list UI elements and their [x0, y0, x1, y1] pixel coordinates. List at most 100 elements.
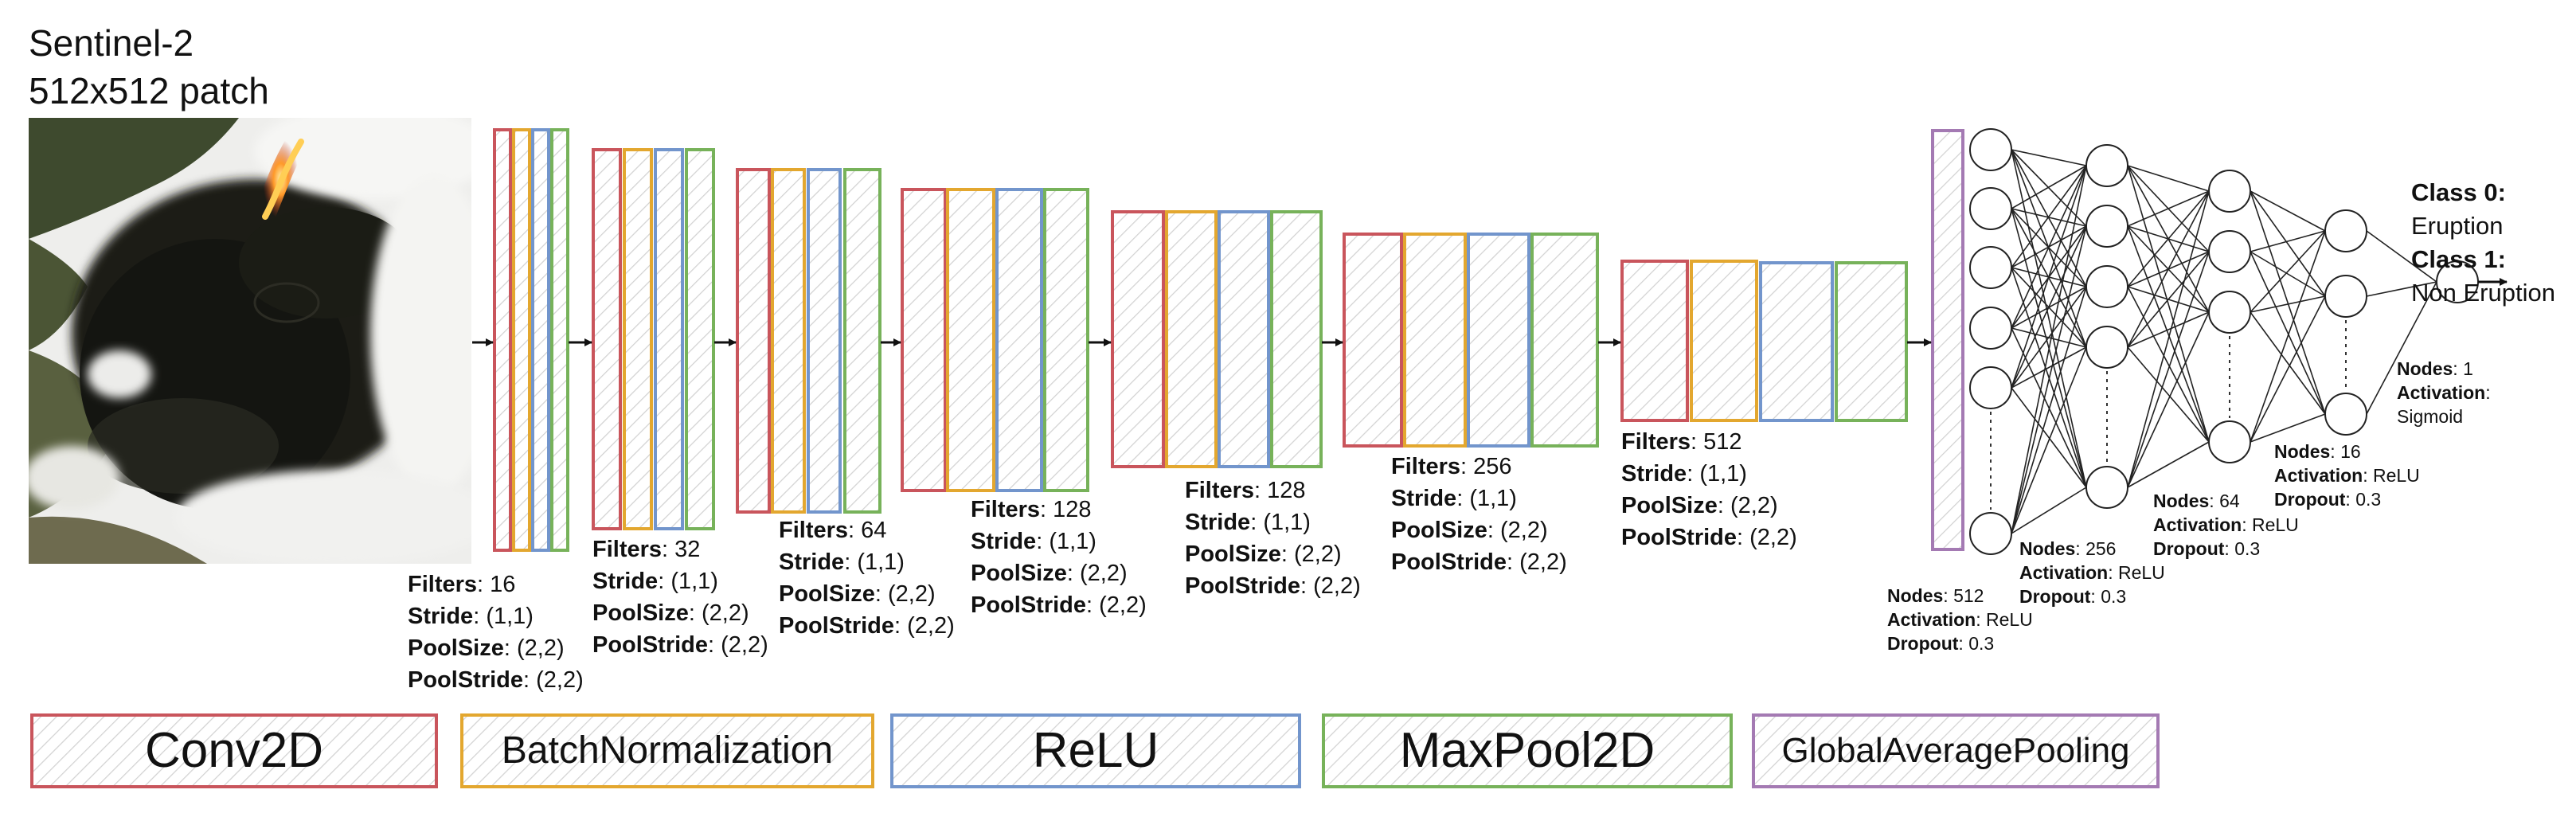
dense-connection	[2011, 165, 2087, 268]
dense-connection	[2127, 441, 2210, 488]
conv-block-1-boxes	[493, 128, 569, 552]
dense-node	[1969, 128, 2012, 171]
dense-node	[2324, 209, 2367, 252]
dense-connection	[2011, 165, 2087, 389]
dense-connection	[2127, 165, 2210, 192]
dense-connection	[2011, 165, 2087, 534]
dense-connection	[2366, 281, 2437, 297]
dense-connection	[2250, 190, 2326, 232]
conv-block-2-params: Filters: 32 Stride: (1,1) PoolSize: (2,2…	[592, 537, 768, 658]
dense-connection	[2250, 295, 2326, 313]
dense-connection	[2011, 225, 2087, 389]
dense-node	[2085, 326, 2128, 369]
global-average-pooling-box	[1931, 129, 1964, 551]
dense-connection	[2127, 190, 2210, 348]
dense-layer-2-params: Nodes: 256 Activation: ReLU Dropout: 0.3	[2019, 538, 2165, 607]
dense-connection	[2127, 190, 2210, 227]
dense-connection	[2011, 327, 2087, 488]
legend	[30, 713, 2160, 788]
legend-conv2d-box	[30, 713, 438, 788]
dense-connection	[2127, 311, 2210, 488]
legend-batchnorm-box	[460, 713, 874, 788]
dense-connection	[2011, 149, 2087, 166]
dense-node	[2085, 144, 2128, 187]
dense-connection	[2250, 311, 2326, 415]
conv-block-6-boxes	[1343, 233, 1599, 448]
dense-connection	[2127, 225, 2210, 443]
dense-node	[2085, 466, 2128, 509]
dense-connection	[2127, 190, 2210, 287]
dense-node	[1969, 307, 2012, 350]
dense-connection	[2011, 346, 2087, 534]
dense-node	[1969, 512, 2012, 555]
dense-connection	[2011, 387, 2087, 488]
dense-layer-1-params: Nodes: 512 Activation: ReLU Dropout: 0.3	[1887, 585, 2033, 654]
class-0-label: Class 0:	[2411, 178, 2506, 206]
dense-connection	[2250, 190, 2326, 297]
dense-node	[2324, 393, 2367, 436]
dense-connection	[2250, 230, 2326, 313]
conv-block-1-params: Filters: 16 Stride: (1,1) PoolSize: (2,2…	[408, 572, 584, 693]
conv-block-3-params: Filters: 64 Stride: (1,1) PoolSize: (2,2…	[779, 518, 955, 639]
dense-node	[2208, 291, 2251, 334]
legend-maxpool-label: MaxPool2D	[1399, 723, 1655, 778]
dense-connection	[2366, 281, 2437, 415]
conv-block-7-boxes	[1620, 260, 1908, 422]
dense-connection	[2250, 251, 2326, 297]
dense-connection	[2011, 165, 2087, 209]
dense-node	[1969, 366, 2012, 409]
dense-node	[1969, 187, 2012, 230]
class-0-name: Eruption	[2411, 212, 2504, 240]
dense-node	[2208, 420, 2251, 463]
output-layer-params: Nodes: 1 Activation: Sigmoid	[2397, 358, 2491, 427]
dense-connection	[2011, 149, 2087, 287]
dense-connection	[2011, 286, 2087, 534]
dense-connection	[2127, 346, 2210, 443]
dense-layer-4-params: Nodes: 16 Activation: ReLU Dropout: 0.3	[2274, 441, 2420, 510]
conv-block-3-boxes	[736, 168, 881, 514]
dense-connection	[2127, 311, 2210, 348]
dense-connection	[2127, 251, 2210, 348]
dense-node	[2208, 230, 2251, 273]
dense-connection	[2011, 346, 2087, 389]
legend-relu-label: ReLU	[1032, 723, 1159, 778]
dense-connection	[2127, 165, 2210, 443]
dense-connection	[2250, 251, 2326, 415]
dense-connection	[2011, 165, 2087, 329]
dense-connection	[2250, 295, 2326, 443]
dense-node	[2085, 265, 2128, 308]
class-1-label: Class 1:	[2411, 245, 2506, 273]
conv-block-4-params: Filters: 128 Stride: (1,1) PoolSize: (2,…	[971, 497, 1147, 618]
class-1-name: Non Eruption	[2411, 279, 2555, 307]
dense-layer-3-params: Nodes: 64 Activation: ReLU Dropout: 0.3	[2153, 491, 2299, 559]
conv-block-5-boxes	[1111, 210, 1323, 468]
input-title-line1: Sentinel-2	[29, 22, 194, 64]
dense-connection	[2250, 190, 2326, 415]
legend-relu-box	[890, 713, 1301, 788]
legend-conv2d-label: Conv2D	[145, 723, 323, 778]
conv-block-6-params: Filters: 256 Stride: (1,1) PoolSize: (2,…	[1391, 454, 1567, 575]
dense-node	[2085, 205, 2128, 248]
dense-connection	[2250, 230, 2326, 252]
dense-connection	[2366, 230, 2437, 283]
dense-connection	[2011, 149, 2087, 227]
dense-connection	[2127, 190, 2210, 488]
dense-connection	[2011, 487, 2087, 534]
dense-node	[2324, 275, 2367, 318]
dense-node	[2208, 170, 2251, 213]
dense-connection	[2127, 251, 2210, 488]
conv-block-7-params: Filters: 512 Stride: (1,1) PoolSize: (2,…	[1621, 429, 1797, 550]
legend-batchnorm-label: BatchNormalization	[501, 729, 834, 772]
satellite-patch-image	[29, 118, 471, 564]
dense-connection	[2250, 230, 2326, 443]
conv-block-2-boxes	[592, 148, 715, 530]
legend-gap-label: GlobalAveragePooling	[1781, 731, 2130, 770]
legend-maxpool-box	[1322, 713, 1733, 788]
dense-connection	[2011, 225, 2087, 534]
legend-gap-box	[1752, 713, 2160, 788]
dense-connection	[2011, 149, 2087, 488]
dense-connection	[2250, 413, 2326, 443]
conv-block-4-boxes	[901, 188, 1089, 492]
dense-network	[1969, 128, 2508, 555]
